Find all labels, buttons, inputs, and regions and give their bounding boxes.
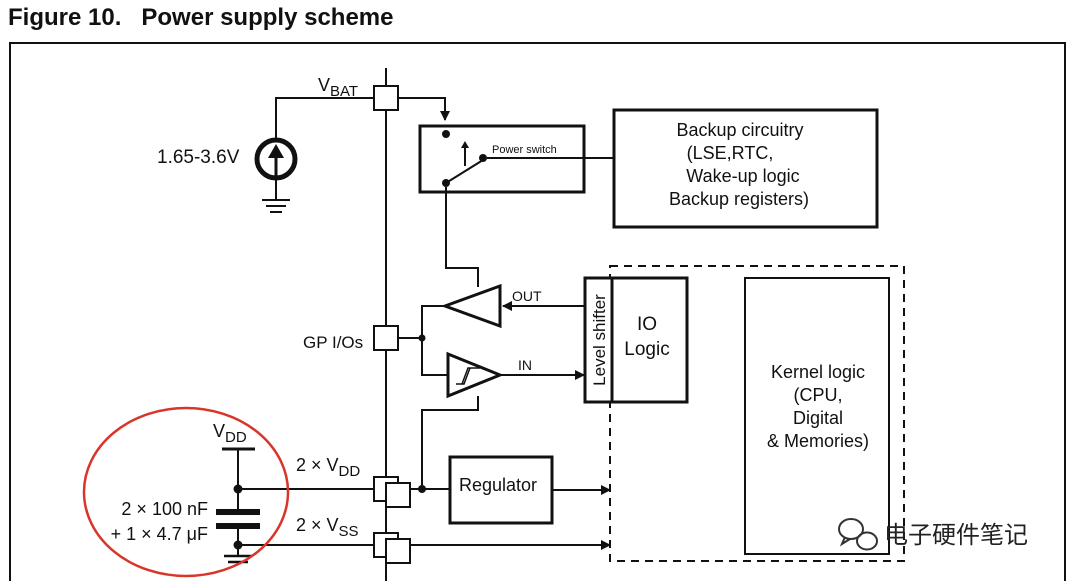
io-logic-box <box>610 276 689 404</box>
capacitor-value-line-2: + 1 × 4.7 μF <box>111 524 208 544</box>
backup-label-line-4: Backup registers) <box>669 189 809 209</box>
figure-number: Figure 10. <box>8 4 122 31</box>
in-label: IN <box>518 357 532 373</box>
gpio-pin <box>373 325 399 351</box>
regulator-box <box>448 455 554 525</box>
switch-output-wire <box>445 187 479 287</box>
highlight-circle <box>82 406 290 578</box>
output-buffer-icon <box>440 283 502 329</box>
vss-cap-junction <box>233 540 243 550</box>
level-shifter-label: Level shifter <box>590 294 609 386</box>
backup-label-line-1: Backup circuitry <box>676 120 803 140</box>
vbat-switch-wire <box>398 97 450 121</box>
out-label: OUT <box>512 288 542 304</box>
figure-title: Figure 10. Power supply scheme <box>8 4 393 32</box>
battery-source-icon <box>254 137 298 181</box>
gpio-input-wire <box>421 338 448 376</box>
vdd-domain-boundary <box>609 265 905 562</box>
io-logic-label-line-1: IO <box>637 314 657 335</box>
power-switch-label: Power switch <box>492 144 557 156</box>
io-logic-label-line-2: Logic <box>624 339 669 360</box>
wechat-icon <box>838 518 878 551</box>
capacitor-value-line-1: 2 × 100 nF <box>121 499 208 519</box>
figure-frame <box>9 42 1066 581</box>
kernel-logic-box <box>744 277 890 555</box>
vbat-battery-wire <box>275 97 374 140</box>
battery-voltage-label: 1.65-3.6V <box>157 147 240 168</box>
vdd-pin <box>373 476 411 508</box>
vss-pin <box>373 532 411 564</box>
battery-ground-icon <box>262 199 290 213</box>
vdd-junction <box>418 485 426 493</box>
kernel-label-line-2: (CPU, <box>794 385 843 405</box>
power-switch-icon <box>442 130 487 187</box>
regulator-label: Regulator <box>459 475 537 495</box>
backup-label-line-2: (LSE,RTC, <box>687 143 774 163</box>
vss-pin-label: 2 × VSS <box>296 515 359 540</box>
vdd-cap-junction <box>233 484 243 494</box>
gpio-output-wire <box>421 305 445 338</box>
vbat-pin <box>373 85 399 111</box>
figure-caption: Power supply scheme <box>141 4 394 31</box>
kernel-label-line-4: & Memories) <box>767 431 869 451</box>
backup-label-line-3: Wake-up logic <box>686 166 799 186</box>
vdd-supply-label: VDD <box>213 421 247 446</box>
decoupling-capacitor-icon <box>216 509 260 529</box>
kernel-label-line-1: Kernel logic <box>771 362 865 382</box>
supply-to-regulator-wire <box>421 396 479 489</box>
level-shifter-box <box>583 276 614 404</box>
schmitt-trigger-icon <box>456 367 480 385</box>
backup-circuitry-box <box>612 108 879 229</box>
vdd-pin-label: 2 × VDD <box>296 455 360 480</box>
gpio-label: GP I/Os <box>303 333 363 352</box>
watermark-text: 电子硬件笔记 <box>884 521 1028 549</box>
vbat-label: VBAT <box>318 75 358 100</box>
kernel-label-line-3: Digital <box>793 408 843 428</box>
input-buffer-icon <box>446 351 505 399</box>
